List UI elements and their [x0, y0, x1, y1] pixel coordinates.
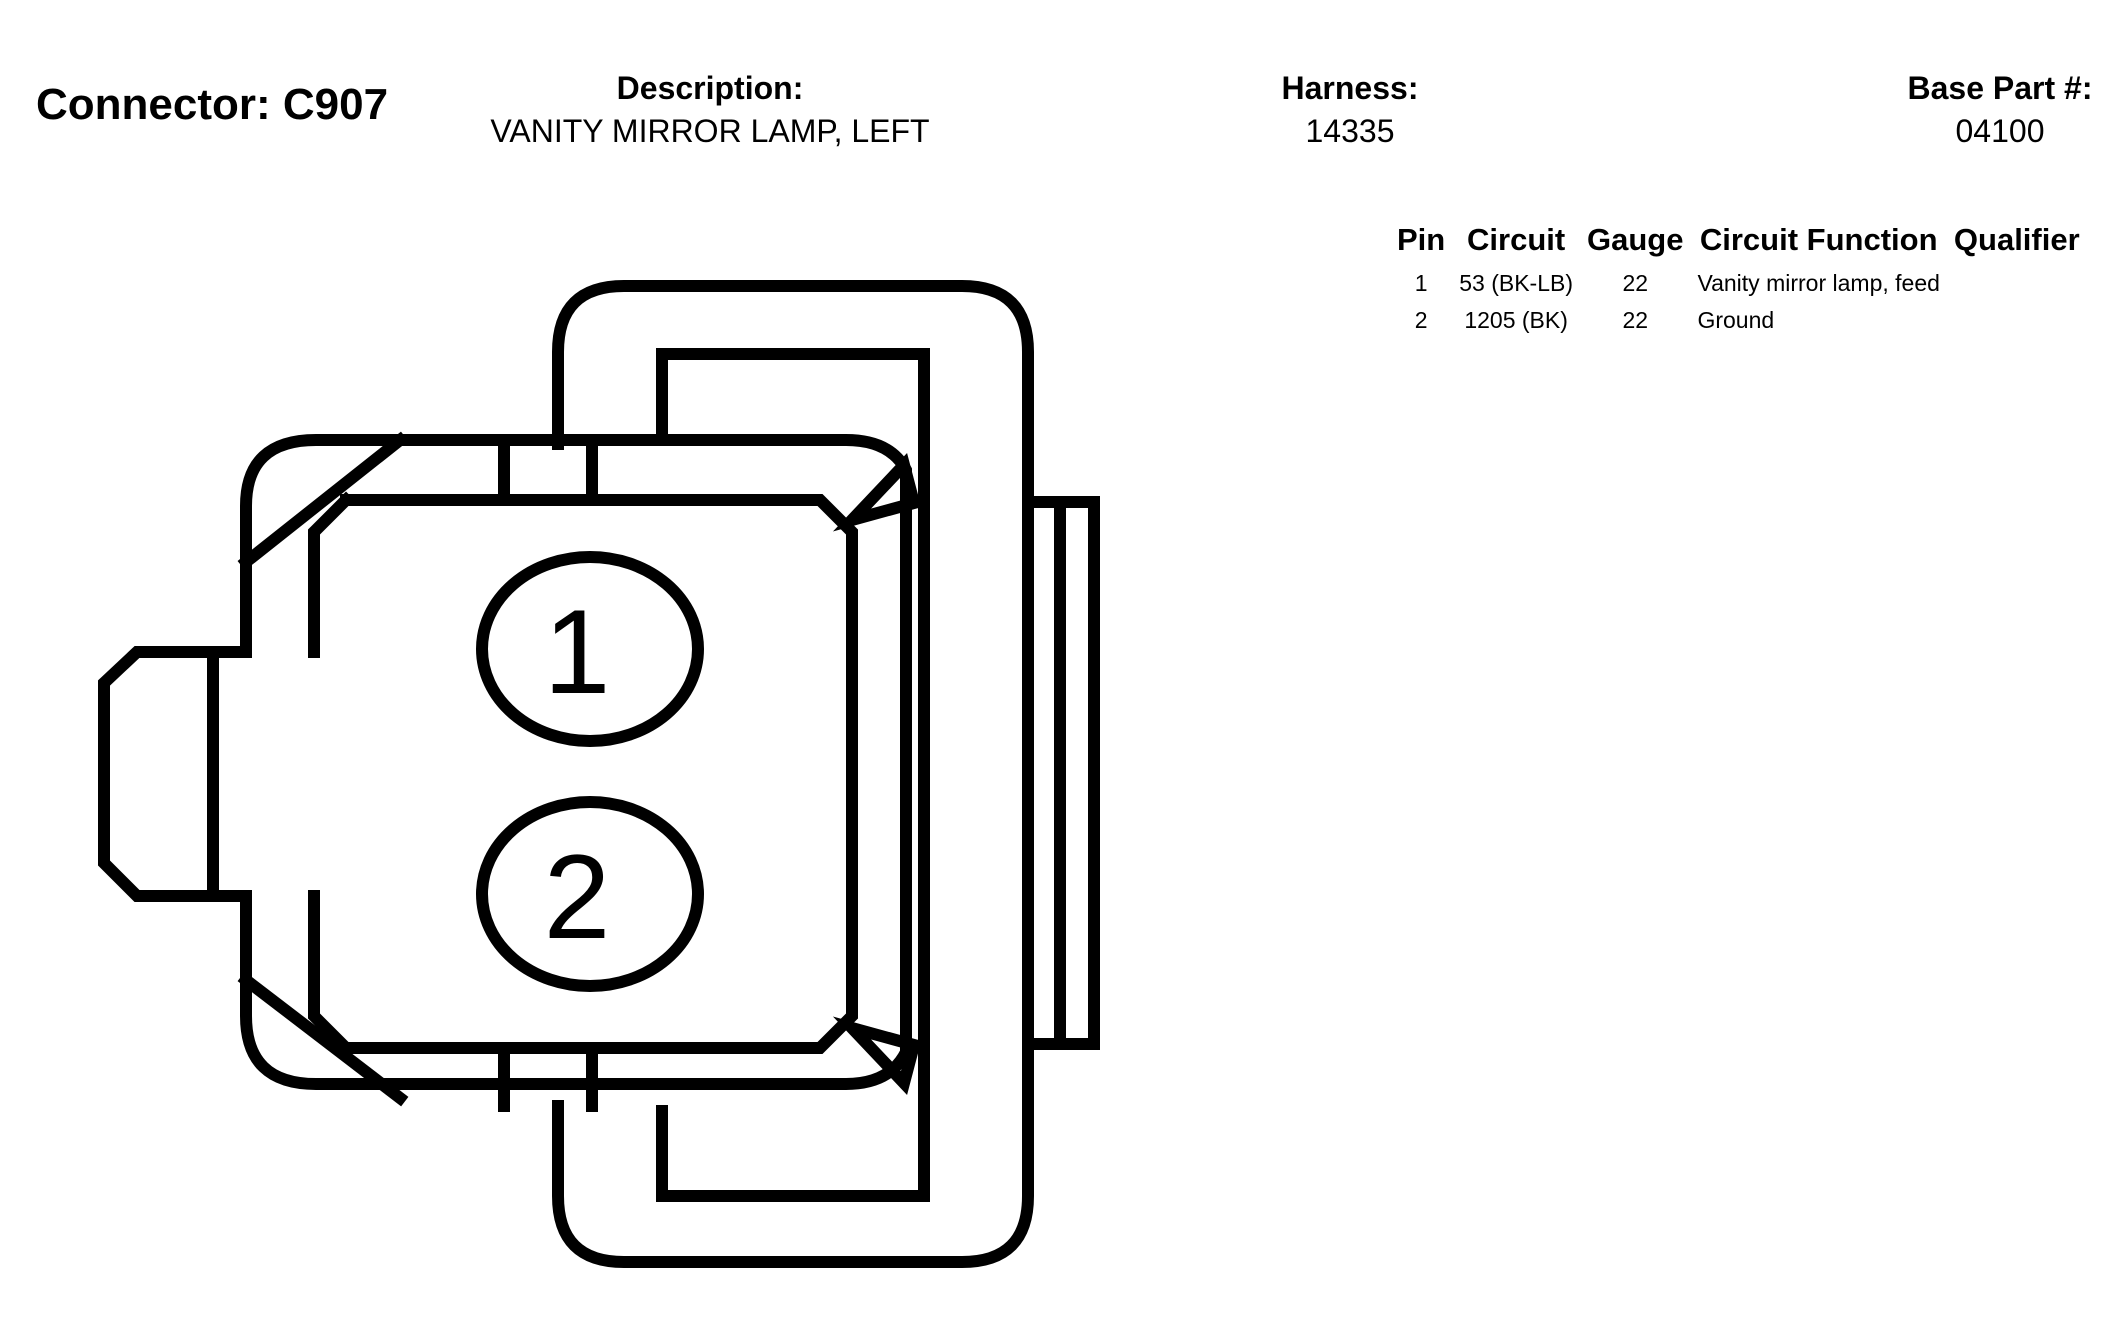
function-cell: Vanity mirror lamp, feed	[1697, 270, 1940, 296]
table-row: 1 53 (BK-LB) 22 Vanity mirror lamp, feed	[1390, 264, 2087, 301]
pin-2-circle	[476, 796, 704, 992]
pin-table: Pin Circuit Gauge Circuit Function Quali…	[1390, 222, 2087, 338]
col-circuit: Circuit	[1467, 222, 1566, 257]
qualifier-cell	[1947, 264, 2087, 301]
pin-cell: 2	[1414, 307, 1428, 333]
connector-diagram: 1 2	[98, 280, 1100, 1268]
harness-label: Harness:	[1281, 70, 1419, 106]
description-block: Description: VANITY MIRROR LAMP, LEFT	[440, 70, 980, 150]
pin-1-circle	[476, 551, 704, 747]
description-label: Description:	[616, 70, 804, 106]
qualifier-cell	[1947, 301, 2087, 338]
side-key-rib	[1022, 496, 1100, 1050]
outer-housing-latch	[552, 280, 1034, 1268]
connector-label: Connector:	[36, 80, 271, 129]
lock-arrow-bottom	[832, 1016, 922, 1095]
connector-title: Connector: C907	[36, 80, 388, 130]
pin-2-label: 2	[544, 830, 611, 964]
pin-table-header: Pin Circuit Gauge Circuit Function Quali…	[1390, 222, 2087, 264]
function-cell: Ground	[1697, 307, 1775, 333]
col-pin: Pin	[1397, 222, 1446, 257]
lock-arrow-top	[832, 453, 922, 532]
circuit-cell: 1205 (BK)	[1464, 307, 1568, 333]
table-row: 2 1205 (BK) 22 Ground	[1390, 301, 2087, 338]
pin-cell: 1	[1414, 270, 1428, 296]
connector-body	[98, 431, 912, 1112]
col-qualifier: Qualifier	[1953, 222, 2080, 257]
connector-id: C907	[282, 80, 389, 129]
pin-1-cavity: 1	[476, 551, 704, 747]
description-value: VANITY MIRROR LAMP, LEFT	[490, 113, 930, 149]
gauge-cell: 22	[1622, 270, 1649, 296]
harness-block: Harness: 14335	[1250, 70, 1450, 150]
gauge-cell: 22	[1622, 307, 1649, 333]
base-part-value: 04100	[1955, 113, 2045, 149]
circuit-cell: 53 (BK-LB)	[1459, 270, 1573, 296]
col-gauge: Gauge	[1587, 222, 1684, 257]
harness-value: 14335	[1305, 113, 1395, 149]
base-part-block: Base Part #: 04100	[1880, 70, 2120, 150]
pin-1-label: 1	[544, 585, 611, 719]
col-circuit-function: Circuit Function	[1699, 222, 1938, 257]
base-part-label: Base Part #:	[1907, 70, 2093, 106]
pin-cavity-face	[308, 491, 858, 1054]
pin-2-cavity: 2	[476, 796, 704, 992]
